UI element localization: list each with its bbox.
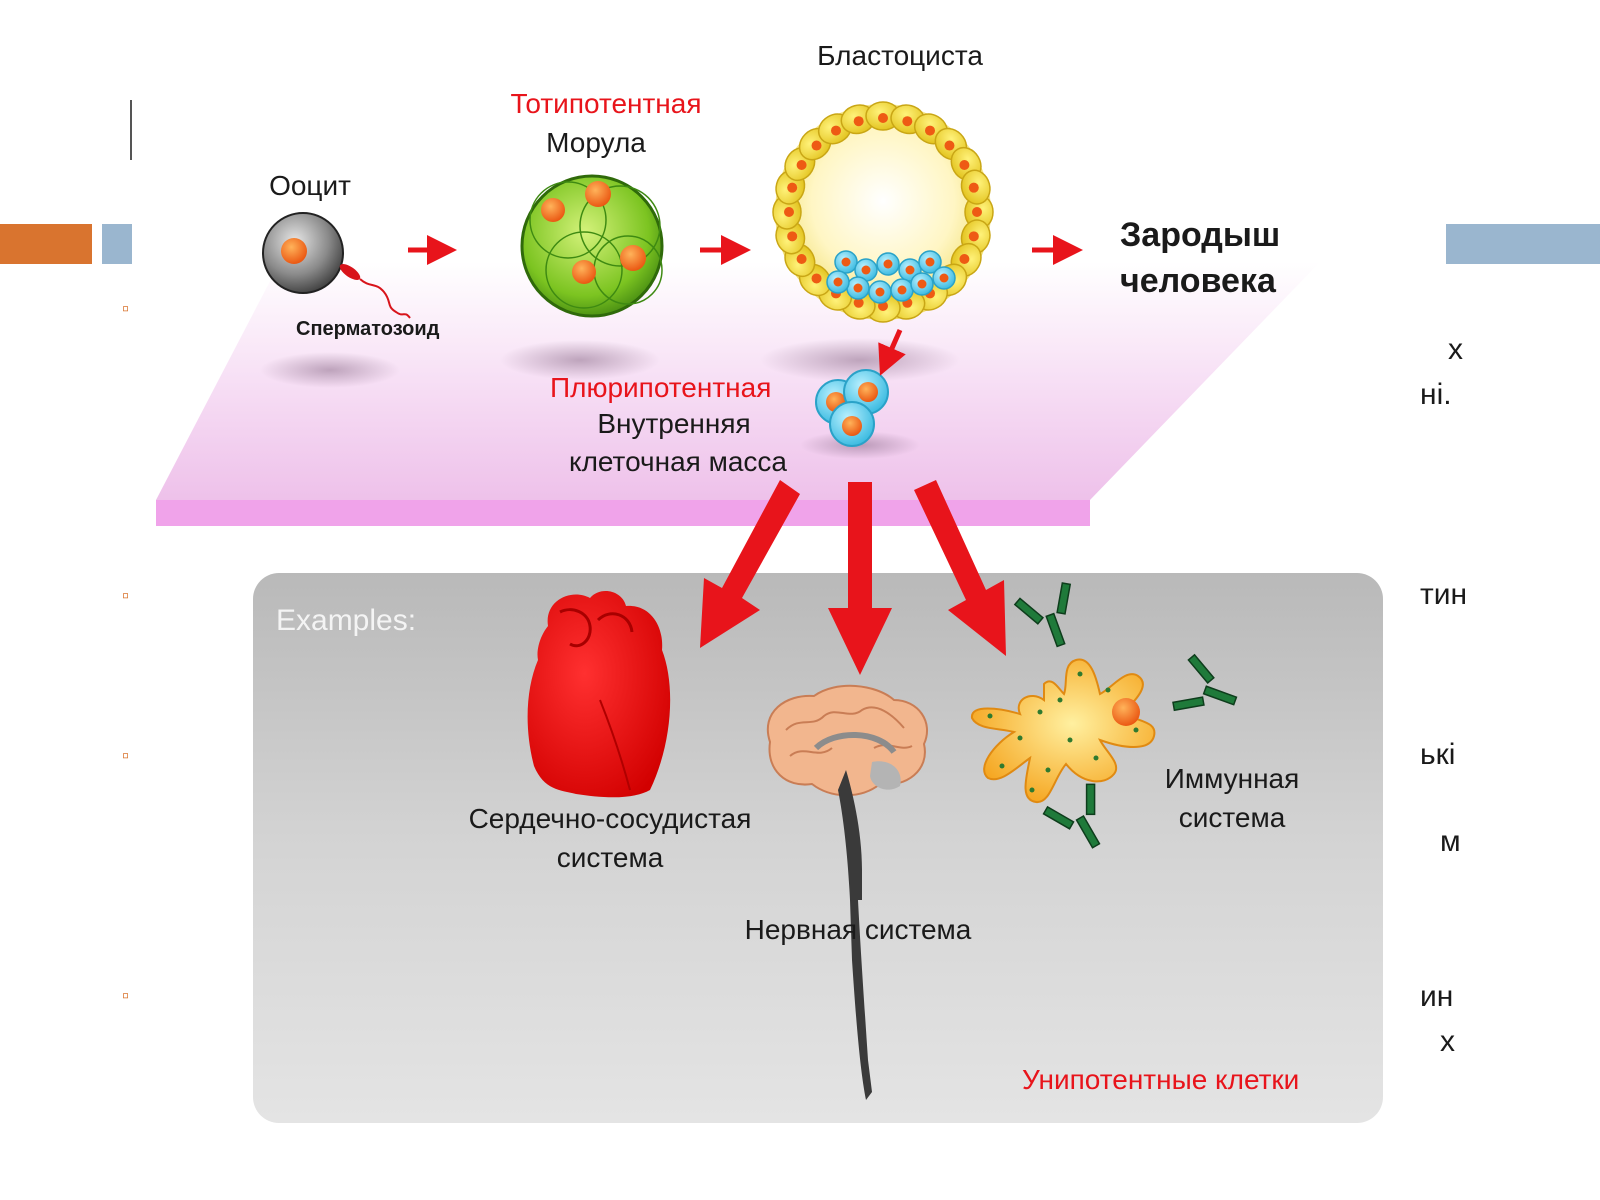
immune-label-line2: система [1178, 802, 1286, 833]
blastocyst-label: Бластоциста [817, 40, 983, 71]
slide-text-fragment: х [1448, 333, 1463, 366]
oocyte-icon [262, 212, 344, 294]
slide-bullet-2: ▫ [122, 585, 130, 607]
slide-text-fragment: ькі [1420, 738, 1456, 771]
morula-icon [520, 174, 664, 318]
inner-cell-mass-label-line2: клеточная масса [569, 446, 787, 477]
immune-label-line1: Иммунная [1164, 763, 1300, 794]
slide-text-fragment: тин [1420, 578, 1468, 611]
unipotent-label: Унипотентные клетки [1022, 1064, 1300, 1095]
sperm-icon [339, 263, 411, 319]
immune-cell-icon [971, 658, 1156, 804]
inner-cell-mass-label-line1: Внутренняя [597, 408, 751, 439]
slide-bullet-4: ▫ [122, 985, 130, 1007]
cardio-label-line2: система [556, 842, 664, 873]
pluripotent-label: Плюрипотентная [550, 372, 772, 403]
slide-text-fragment: х [1440, 1025, 1455, 1058]
antibody-icon [1013, 582, 1238, 849]
header-bar-orange [0, 224, 92, 264]
blastocyst-icon [772, 101, 994, 323]
heart-icon [527, 591, 671, 798]
totipotent-label: Тотипотентная [510, 88, 702, 119]
oocyte-label: Ооцит [269, 170, 351, 201]
brain-icon [767, 684, 929, 797]
cardio-label-line1: Сердечно-сосудистая [468, 803, 752, 834]
big-arrow-left [700, 480, 800, 648]
nervous-label: Нервная система [744, 914, 972, 945]
header-bar-blue-left [102, 224, 132, 264]
embryo-label-line2: человека [1120, 262, 1276, 300]
sperm-label: Сперматозоид [296, 318, 440, 340]
big-arrow-right [914, 480, 1006, 656]
slide-text-fragment: ин [1420, 980, 1454, 1013]
inner-cell-mass-icon [815, 369, 889, 447]
slide-text-fragment: ні. [1420, 378, 1452, 411]
big-arrow-center [828, 482, 892, 675]
small-arrow-4 [878, 328, 906, 376]
title-divider [130, 100, 132, 160]
examples-panel [253, 573, 1383, 1123]
slide-bullet-1: ▫ [122, 298, 130, 320]
embryo-label-line1: Зародыш [1120, 216, 1281, 254]
slide-bullet-3: ▫ [122, 745, 130, 767]
header-bar-blue-right [1446, 224, 1600, 264]
morula-label: Морула [546, 127, 646, 158]
platform [156, 262, 1320, 526]
examples-heading: Examples: [276, 604, 417, 637]
slide-text-fragment: м [1440, 825, 1461, 858]
spinal-cord-icon [838, 770, 872, 1100]
